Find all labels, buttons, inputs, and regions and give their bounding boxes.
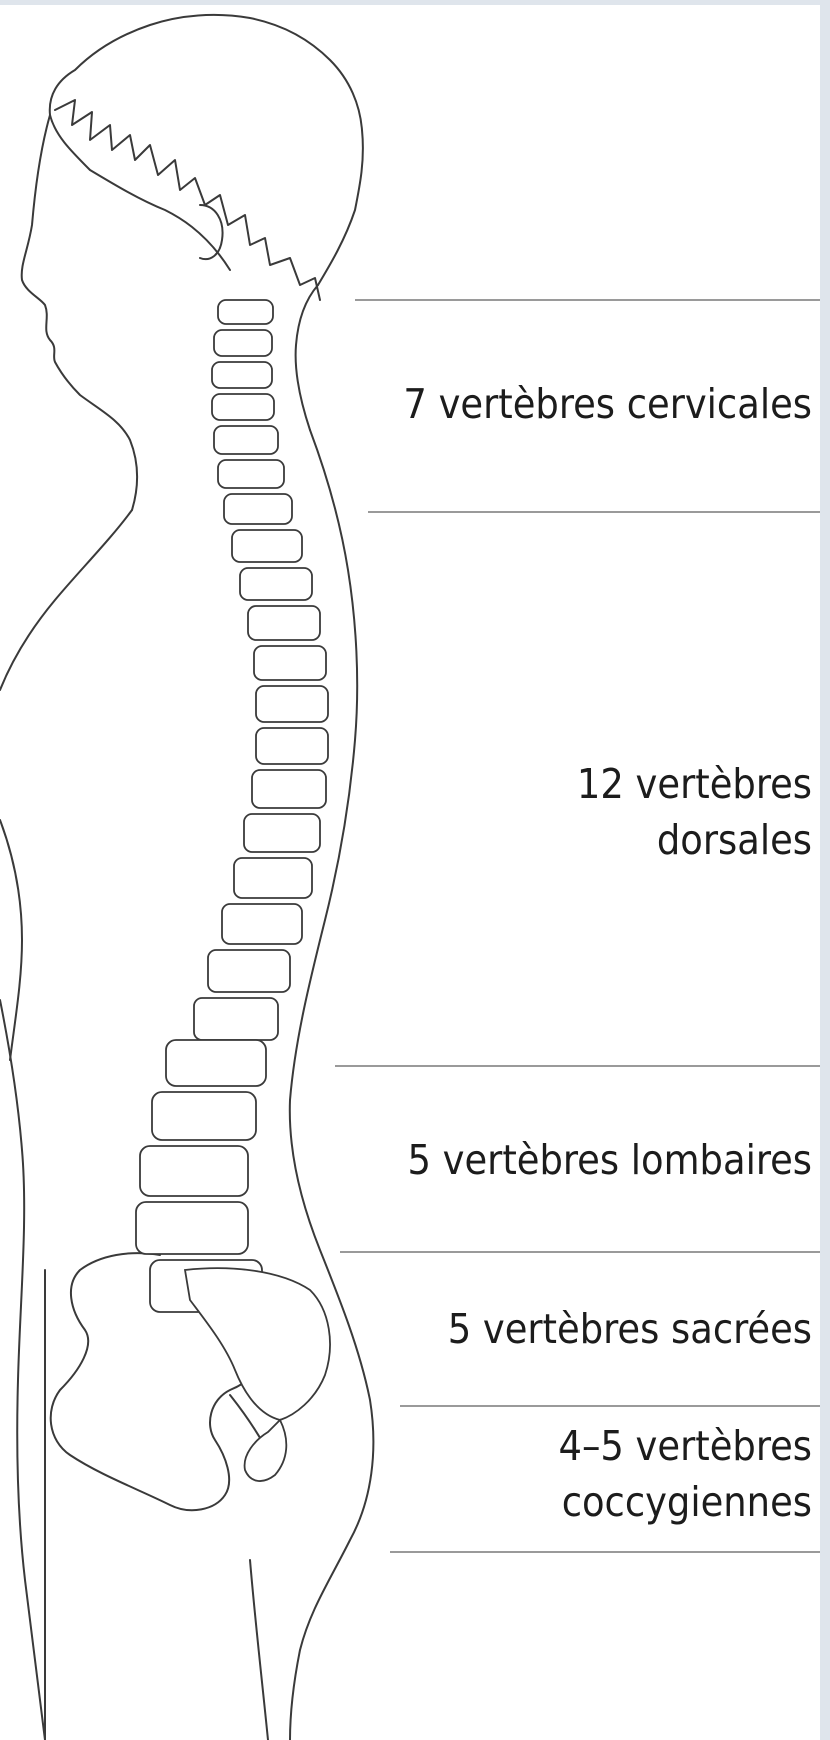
label-line: 5 vertèbres sacrées — [447, 1305, 812, 1353]
vertebra — [139, 1145, 249, 1197]
vertebra — [217, 459, 285, 489]
vertebra — [255, 727, 329, 765]
vertebra — [193, 997, 279, 1041]
vertebra — [207, 949, 291, 993]
vertebra — [135, 1201, 249, 1255]
label-line: 4–5 vertèbres — [558, 1422, 812, 1470]
vertebra — [213, 425, 279, 455]
vertebra — [151, 1091, 257, 1141]
label-line: 5 vertèbres lombaires — [407, 1136, 812, 1184]
label-dorsal-vertebrae: 12 vertèbres dorsales — [577, 756, 812, 868]
label-line: coccygiennes — [561, 1478, 812, 1526]
frame-top-border — [0, 0, 830, 5]
belly-line — [0, 999, 46, 1740]
neck-back — [294, 284, 319, 431]
label-line: 7 vertèbres cervicales — [403, 380, 812, 428]
head-outline — [48, 13, 364, 286]
pelvis — [49, 1252, 276, 1512]
hair-line — [54, 99, 321, 301]
vertebra — [221, 903, 303, 945]
vertebra — [243, 813, 321, 853]
vertebra — [233, 857, 313, 899]
label-cervical-vertebrae: 7 vertèbres cervicales — [403, 376, 812, 432]
label-sacral-vertebrae: 5 vertèbres sacrées — [448, 1301, 812, 1357]
label-line: dorsales — [656, 816, 812, 864]
face-profile — [20, 114, 138, 511]
label-lumbar-vertebrae: 5 vertèbres lombaires — [407, 1132, 812, 1188]
sacrum — [183, 1267, 331, 1421]
frame-right-border — [820, 0, 830, 1740]
vertebra — [231, 529, 303, 563]
region-dividers — [335, 299, 820, 1553]
leg-line — [249, 1559, 269, 1740]
coccyx — [243, 1418, 288, 1482]
vertebra — [255, 685, 329, 723]
front-body — [0, 509, 133, 691]
vertebra — [253, 645, 327, 681]
back-contour — [288, 429, 375, 1740]
vertebra — [211, 361, 273, 389]
vertebra — [165, 1039, 267, 1087]
vertebra — [251, 769, 327, 809]
vertebra — [239, 567, 313, 601]
vertebra — [213, 329, 273, 357]
ear — [199, 204, 224, 260]
vertebra — [247, 605, 321, 641]
front-body-lower — [0, 819, 23, 1061]
vertebral-column — [135, 299, 331, 1482]
vertebra — [217, 299, 274, 325]
vertebra — [223, 493, 293, 525]
label-line: 12 vertèbres — [576, 760, 812, 808]
label-coccygeal-vertebrae: 4–5 vertèbres coccygiennes — [558, 1418, 812, 1530]
vertebra — [211, 393, 275, 421]
